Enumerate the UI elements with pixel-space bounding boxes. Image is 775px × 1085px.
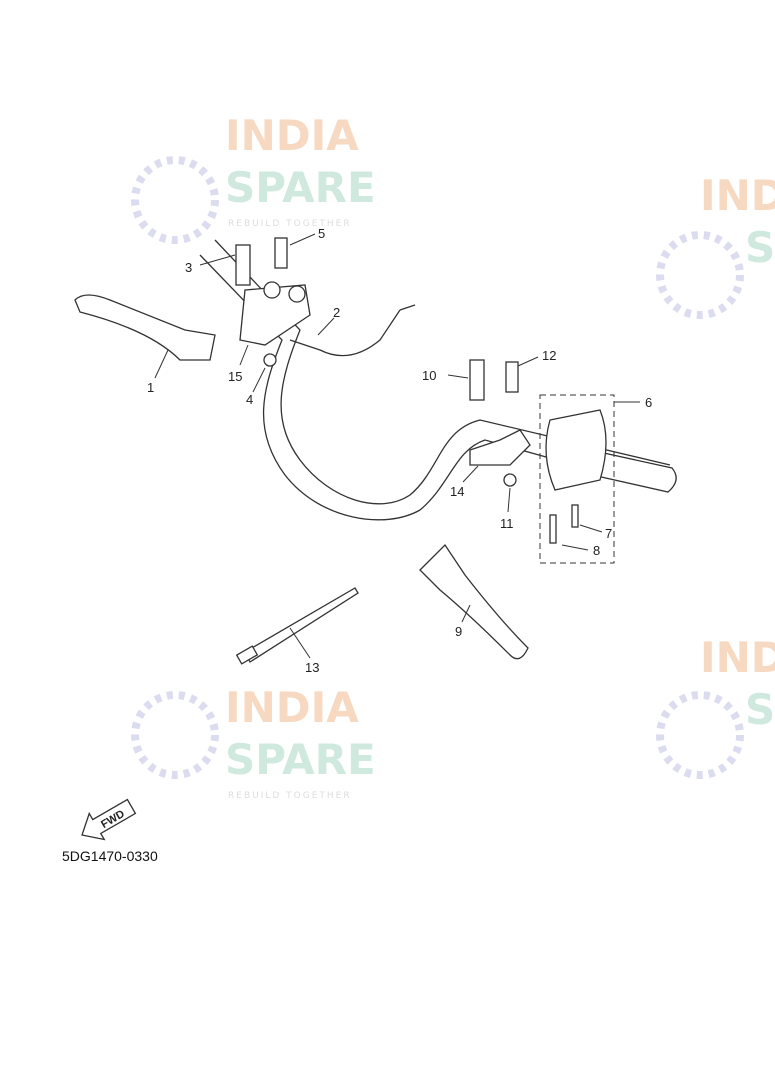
screw-8 bbox=[549, 514, 557, 544]
wrench-logo-icon bbox=[131, 156, 219, 244]
wrench-logo-icon bbox=[656, 231, 744, 319]
watermark-india: INDIA bbox=[700, 171, 775, 220]
cable-tie bbox=[244, 587, 359, 663]
callout-6: 6 bbox=[645, 395, 652, 410]
watermark-spare: SPARE bbox=[225, 735, 376, 784]
bolt-3 bbox=[235, 244, 251, 286]
callout-12: 12 bbox=[542, 348, 556, 363]
watermark: INDIA SPARE bbox=[656, 171, 775, 319]
leader-lines bbox=[154, 233, 640, 659]
watermark: INDIA SPARE REBUILD TOGETHER bbox=[131, 111, 376, 244]
switch-assembly-box bbox=[539, 394, 615, 564]
brake-lever bbox=[419, 543, 529, 660]
callout-10: 10 bbox=[422, 368, 436, 383]
callout-15: 15 bbox=[228, 369, 242, 384]
callout-7: 7 bbox=[605, 526, 612, 541]
forward-arrow-icon: FWD bbox=[81, 798, 137, 841]
nut-11 bbox=[503, 473, 517, 487]
clutch-switch-wire bbox=[289, 304, 416, 357]
callout-3: 3 bbox=[185, 260, 192, 275]
bolt-5 bbox=[274, 237, 288, 269]
watermark-spare: SPARE bbox=[745, 685, 775, 734]
callout-1: 1 bbox=[147, 380, 154, 395]
watermark: INDIA SPARE REBUILD TOGETHER bbox=[131, 683, 376, 801]
screw-7 bbox=[571, 504, 579, 528]
callout-5: 5 bbox=[318, 226, 325, 241]
watermark-spare: SPARE bbox=[225, 163, 376, 212]
wrench-logo-icon bbox=[656, 691, 744, 779]
bolt-12 bbox=[505, 361, 519, 393]
watermark-india: INDIA bbox=[700, 633, 775, 682]
diagram-code: 5DG1470-0330 bbox=[62, 848, 158, 864]
callout-14: 14 bbox=[450, 484, 464, 499]
grip bbox=[587, 449, 677, 493]
bolt-10 bbox=[469, 359, 485, 401]
forward-arrow-label: FWD bbox=[99, 808, 127, 831]
bolt bbox=[288, 285, 306, 303]
callout-13: 13 bbox=[305, 660, 319, 675]
watermark-tagline: REBUILD TOGETHER bbox=[228, 219, 352, 229]
watermark-india: INDIA bbox=[225, 683, 359, 732]
nut-4 bbox=[263, 353, 277, 367]
callout-11: 11 bbox=[500, 516, 514, 531]
watermark-tagline: REBUILD TOGETHER bbox=[228, 791, 352, 801]
callout-4: 4 bbox=[246, 392, 253, 407]
handlebar bbox=[214, 239, 671, 505]
clutch-lever bbox=[74, 294, 216, 361]
watermark-india: INDIA bbox=[225, 111, 359, 160]
wrench-logo-icon bbox=[131, 691, 219, 779]
brake-lever-bracket bbox=[469, 429, 531, 466]
cable-tie-head bbox=[235, 645, 259, 665]
callout-2: 2 bbox=[333, 305, 340, 320]
bolt bbox=[263, 281, 281, 299]
callout-9: 9 bbox=[455, 624, 462, 639]
watermark-spare: SPARE bbox=[745, 223, 775, 272]
handlebar-outline bbox=[199, 254, 666, 521]
switch-housing bbox=[545, 409, 607, 491]
callout-8: 8 bbox=[593, 543, 600, 558]
watermark: INDIA SPARE bbox=[656, 633, 775, 779]
